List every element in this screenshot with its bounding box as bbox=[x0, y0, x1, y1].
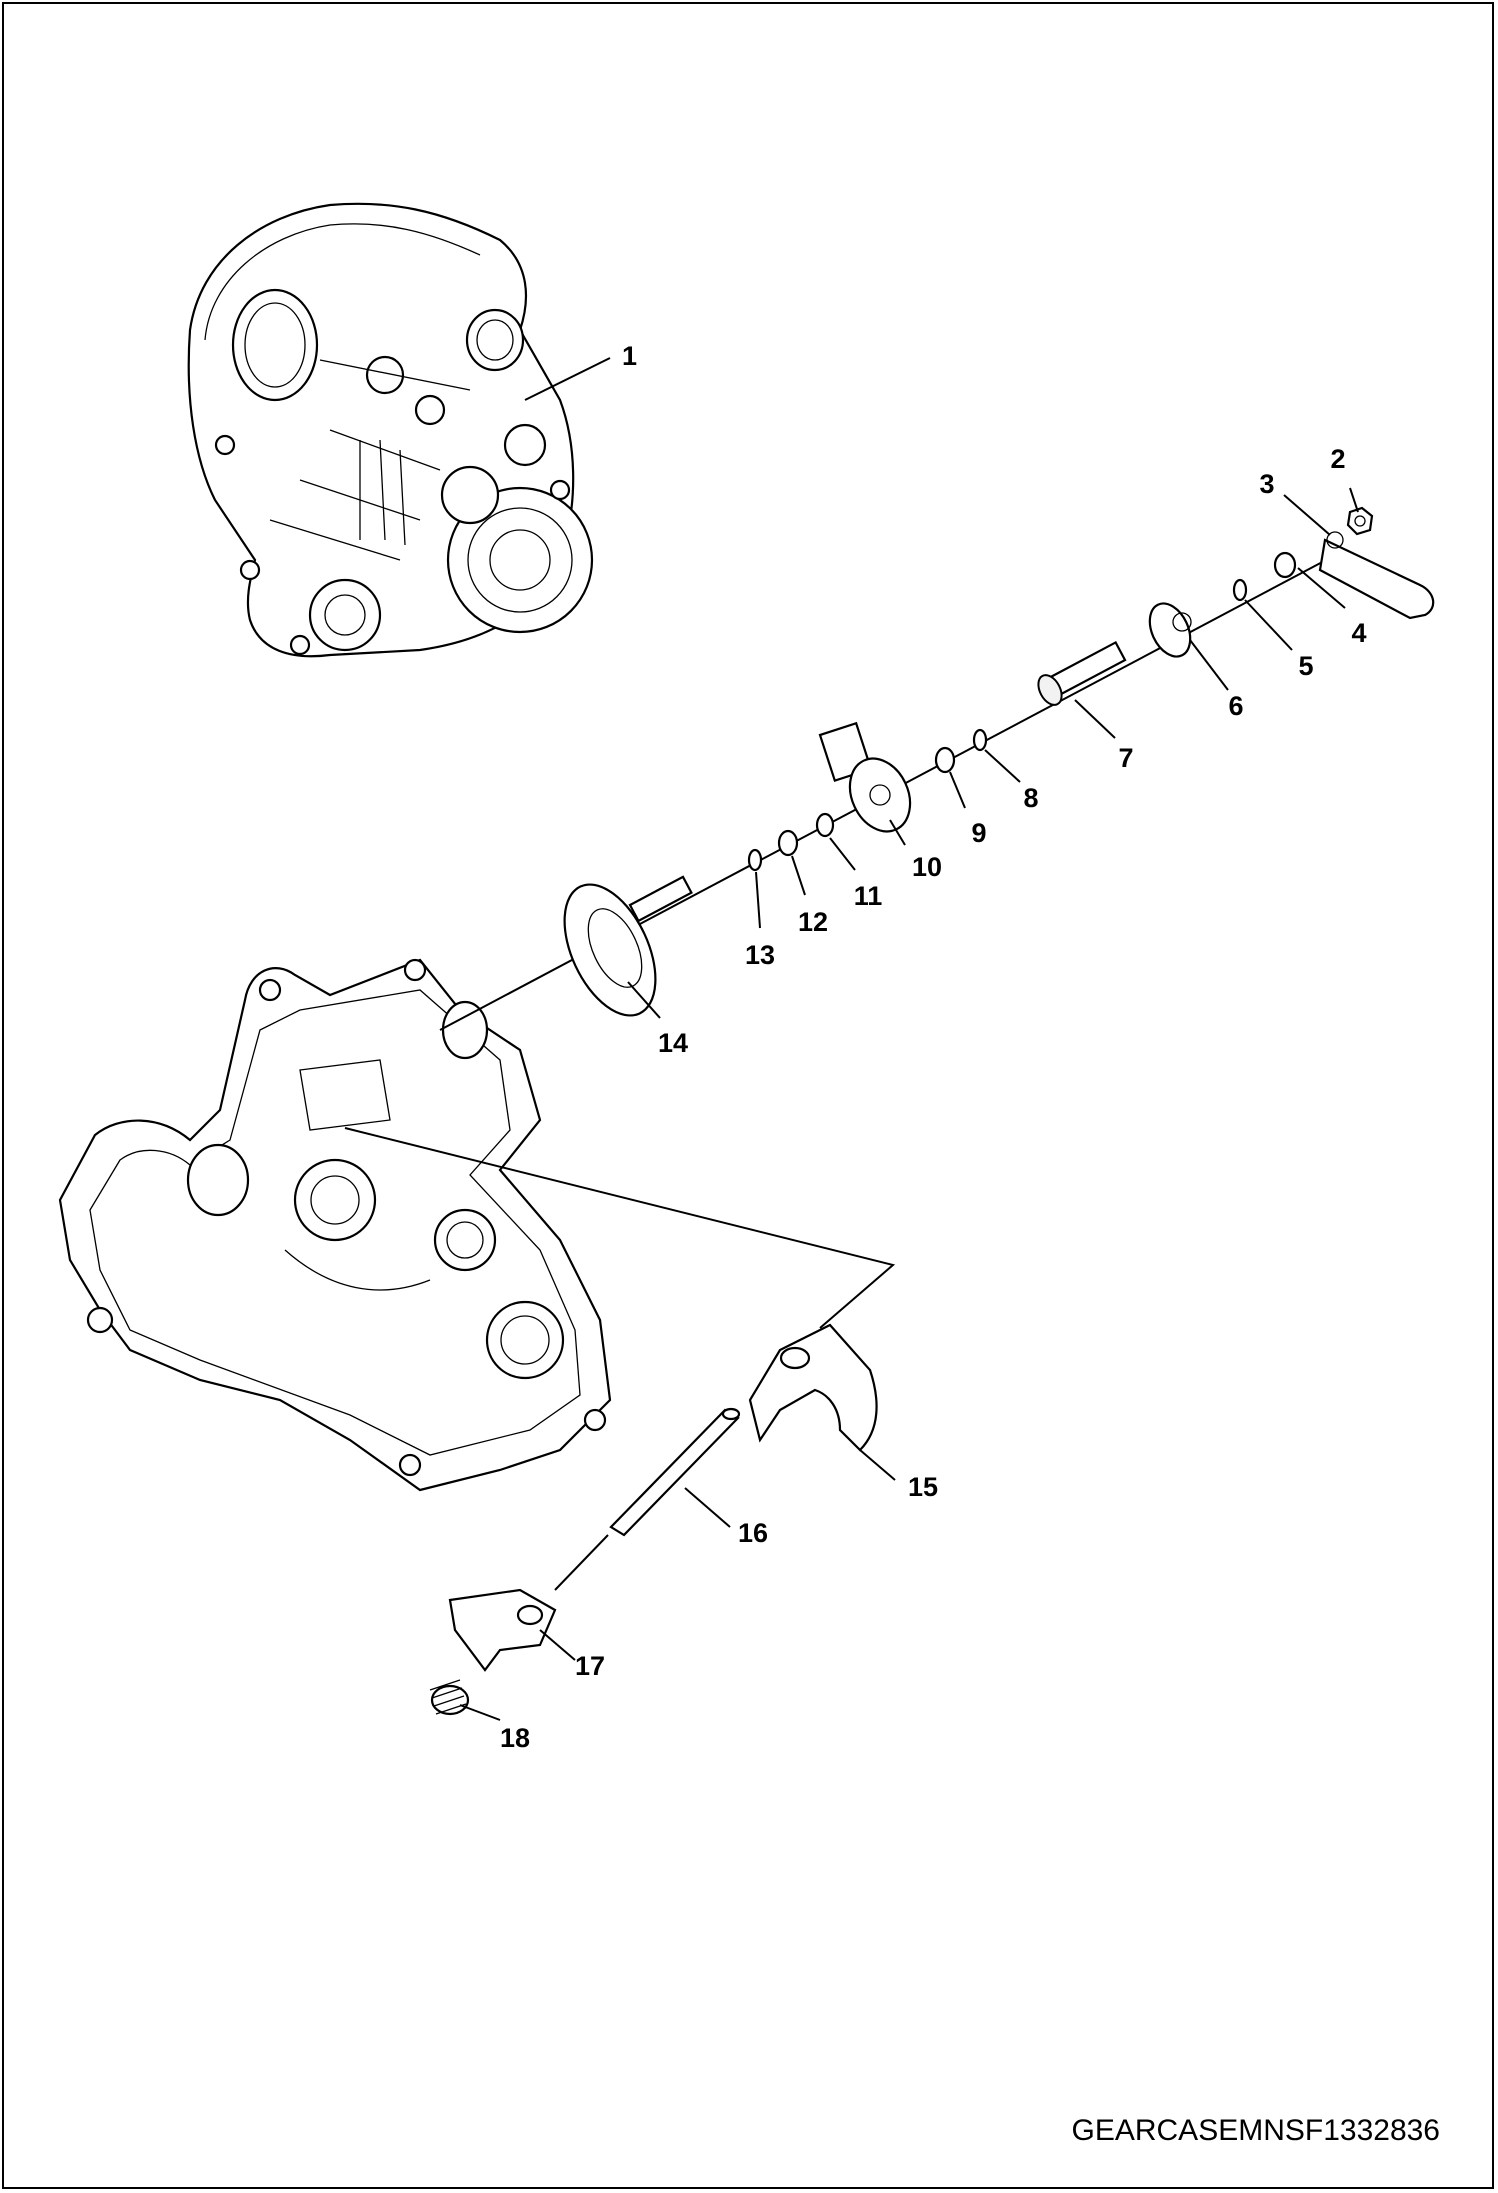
callout-15: 15 bbox=[908, 1472, 938, 1502]
part-13-drawing bbox=[747, 848, 763, 872]
callout-13: 13 bbox=[745, 940, 775, 970]
callout-labels: 1 2 3 4 5 6 7 8 9 10 11 12 13 14 15 16 1… bbox=[500, 341, 1367, 1753]
part-12-drawing bbox=[777, 829, 799, 857]
callout-2: 2 bbox=[1330, 444, 1345, 474]
reference-code: GEARCASEMNSF1332836 bbox=[1072, 2114, 1441, 2147]
callout-8: 8 bbox=[1023, 783, 1038, 813]
part-16-drawing bbox=[609, 1407, 741, 1537]
callout-10: 10 bbox=[912, 852, 942, 882]
gearcase-half-drawing bbox=[58, 958, 612, 1492]
part-5-drawing bbox=[1232, 578, 1248, 602]
callout-11: 11 bbox=[854, 881, 883, 911]
part-15-drawing bbox=[748, 1323, 878, 1452]
callout-12: 12 bbox=[798, 907, 828, 937]
part-16-axis-line bbox=[554, 1534, 609, 1591]
part-8-drawing bbox=[972, 728, 988, 752]
callout-5: 5 bbox=[1298, 651, 1313, 681]
callout-3: 3 bbox=[1259, 469, 1274, 499]
part-10-drawing bbox=[818, 721, 912, 833]
part-3-drawing bbox=[1318, 531, 1435, 620]
part-9-drawing bbox=[934, 746, 956, 774]
gearcase-assembly-drawing bbox=[187, 202, 594, 658]
part-6-drawing bbox=[1148, 602, 1192, 658]
part-18-drawing bbox=[429, 1679, 470, 1716]
part-14-drawing bbox=[563, 875, 693, 1017]
callout-9: 9 bbox=[971, 818, 986, 848]
callout-6: 6 bbox=[1228, 691, 1243, 721]
part-17-drawing bbox=[448, 1588, 557, 1672]
callout-18: 18 bbox=[500, 1723, 530, 1753]
part-4-drawing bbox=[1273, 551, 1297, 579]
callout-7: 7 bbox=[1118, 743, 1133, 773]
part-11-drawing bbox=[815, 812, 835, 838]
reference-bracket-line bbox=[344, 1127, 896, 1329]
callout-14: 14 bbox=[658, 1028, 688, 1058]
callout-17: 17 bbox=[575, 1651, 605, 1681]
leader-lines bbox=[459, 357, 1359, 1721]
part-2-drawing bbox=[1346, 506, 1374, 536]
part-7-drawing bbox=[1037, 640, 1127, 706]
callout-16: 16 bbox=[738, 1518, 768, 1548]
callout-1: 1 bbox=[622, 341, 637, 371]
callout-4: 4 bbox=[1351, 618, 1366, 648]
